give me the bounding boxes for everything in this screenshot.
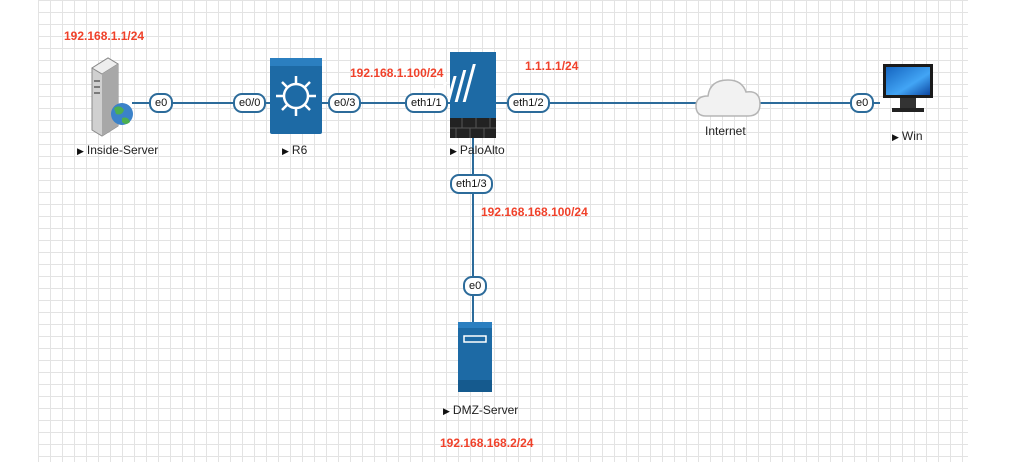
- play-icon: ▶: [443, 406, 450, 416]
- node-label-win[interactable]: ▶Win: [892, 129, 923, 143]
- node-name: Win: [901, 129, 923, 143]
- port-r6-e0-0[interactable]: e0/0: [233, 93, 267, 113]
- node-name: Inside-Server: [86, 143, 159, 157]
- port-palo-eth1-2[interactable]: eth1/2: [507, 93, 550, 113]
- port-dmz-e0[interactable]: e0: [463, 276, 488, 296]
- router-icon[interactable]: [270, 58, 322, 134]
- firewall-icon[interactable]: [430, 52, 496, 138]
- port-palo-eth1-3[interactable]: eth1/3: [450, 174, 493, 194]
- node-label-dmz-server[interactable]: ▶DMZ-Server: [443, 403, 518, 417]
- ip-dmz-server: 192.168.168.2/24: [440, 436, 534, 450]
- dmz-server-icon[interactable]: [458, 322, 492, 392]
- cloud-icon[interactable]: [695, 79, 761, 117]
- node-label-r6[interactable]: ▶R6: [282, 143, 307, 157]
- canvas-grid: [38, 0, 968, 462]
- play-icon: ▶: [892, 132, 899, 142]
- node-label-internet[interactable]: Internet: [705, 124, 746, 138]
- port-inside-e0[interactable]: e0: [149, 93, 174, 113]
- monitor-icon[interactable]: [883, 64, 933, 112]
- node-name: DMZ-Server: [452, 403, 519, 417]
- ip-palo-outside: 1.1.1.1/24: [525, 59, 579, 73]
- ip-palo-dmz: 192.168.168.100/24: [481, 205, 588, 219]
- node-label-paloalto[interactable]: ▶PaloAlto: [450, 143, 505, 157]
- node-name: PaloAlto: [459, 143, 505, 157]
- node-name: R6: [291, 143, 308, 157]
- play-icon: ▶: [282, 146, 289, 156]
- play-icon: ▶: [450, 146, 457, 156]
- port-palo-eth1-1[interactable]: eth1/1: [405, 93, 448, 113]
- ip-palo-inside: 192.168.1.100/24: [350, 66, 444, 80]
- port-win-e0[interactable]: e0: [850, 93, 875, 113]
- play-icon: ▶: [77, 146, 84, 156]
- node-label-inside-server[interactable]: ▶Inside-Server: [77, 143, 158, 157]
- node-name: Internet: [705, 124, 746, 138]
- port-r6-e0-3[interactable]: e0/3: [328, 93, 362, 113]
- ip-inside-server: 192.168.1.1/24: [64, 29, 145, 43]
- server-globe-icon[interactable]: [91, 57, 133, 137]
